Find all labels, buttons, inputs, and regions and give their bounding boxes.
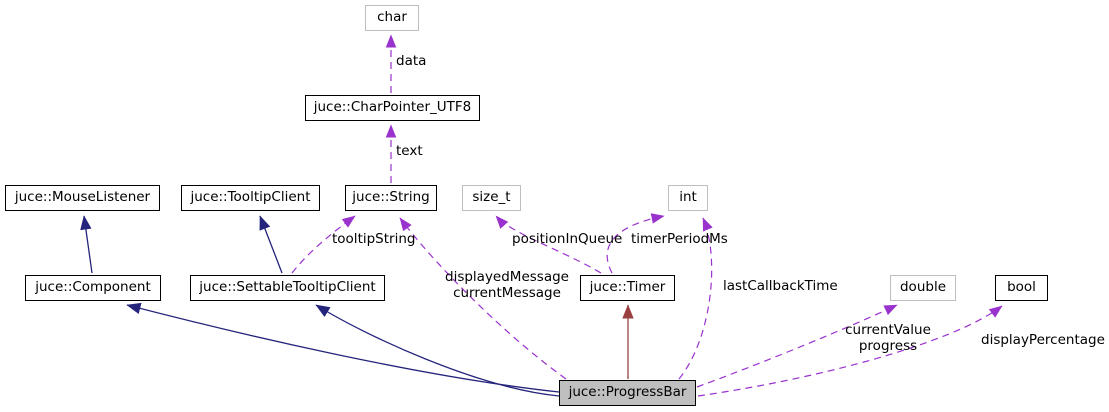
node-string[interactable]: juce::String xyxy=(345,185,437,211)
node-charpointer-utf8[interactable]: juce::CharPointer_UTF8 xyxy=(305,95,480,121)
edge-label-text: text xyxy=(396,143,423,159)
node-double: double xyxy=(890,275,956,301)
edge-component-to-mouselistener xyxy=(80,215,93,274)
edge-label-progress: progress xyxy=(858,338,918,354)
edge-progressbar-to-bool-displaypercentage xyxy=(697,305,1003,397)
node-int: int xyxy=(668,185,708,211)
edge-label-displaypercentage: displayPercentage xyxy=(981,332,1105,348)
edge-progressbar-to-int-lastcallbacktime xyxy=(678,217,713,380)
node-char: char xyxy=(365,5,419,31)
edge-label-currentvalue: currentValue xyxy=(845,322,931,338)
node-settabletooltipclient[interactable]: juce::SettableTooltipClient xyxy=(190,275,385,301)
edge-progressbar-to-double-currentvalue xyxy=(696,304,898,388)
node-bool[interactable]: bool xyxy=(995,275,1048,301)
node-progressbar-main: juce::ProgressBar xyxy=(559,380,696,406)
edge-label-currentmessage: currentMessage xyxy=(453,285,561,301)
edge-timer-to-int-timerperiodms xyxy=(606,213,665,274)
node-size-t: size_t xyxy=(462,185,521,211)
node-timer[interactable]: juce::Timer xyxy=(580,275,675,301)
edge-label-tooltipstring: tooltipString xyxy=(332,231,416,247)
edge-settabletooltipclient-to-string-tooltipstring xyxy=(291,215,356,274)
edge-settabletooltipclient-to-tooltipclient xyxy=(259,215,283,274)
edge-label-value-progress: currentValue progress xyxy=(840,322,936,354)
edge-label-displayedmessage: displayedMessage xyxy=(445,269,569,285)
edge-label-data: data xyxy=(396,53,427,69)
edge-label-positioninqueue: positionInQueue xyxy=(512,231,623,247)
node-component[interactable]: juce::Component xyxy=(25,275,161,301)
edge-progressbar-to-component xyxy=(126,302,560,393)
node-mouselistener[interactable]: juce::MouseListener xyxy=(5,185,160,211)
edge-label-messages: displayedMessage currentMessage xyxy=(440,269,574,301)
node-tooltipclient[interactable]: juce::TooltipClient xyxy=(181,185,320,211)
edge-label-timerperiodms: timerPeriodMs xyxy=(631,231,728,247)
edge-progressbar-to-settabletooltipclient xyxy=(315,304,560,397)
edge-timer-to-sizet-positioninqueue xyxy=(495,215,602,274)
edge-label-lastcallbacktime: lastCallbackTime xyxy=(723,278,838,294)
